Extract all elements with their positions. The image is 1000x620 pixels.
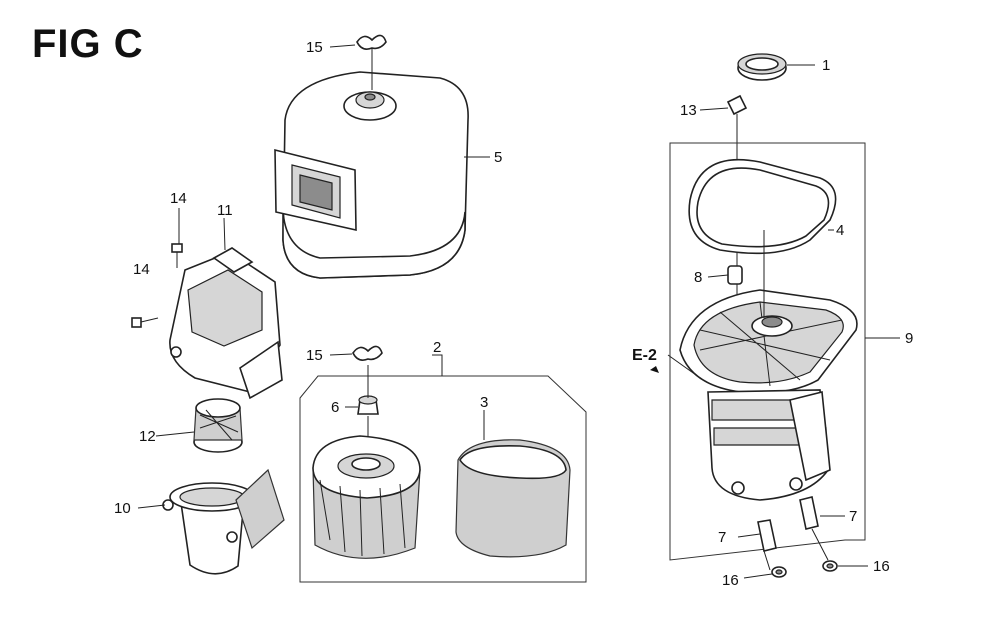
wing-nut-top xyxy=(356,34,387,90)
leader-lines xyxy=(137,44,900,579)
collar-nut xyxy=(357,365,379,460)
bolt-lower xyxy=(131,317,159,328)
element-kit-frame xyxy=(299,375,587,583)
pin-left xyxy=(757,519,777,571)
sleeve xyxy=(727,265,743,285)
callout-1: 1 xyxy=(822,57,830,74)
base-assembly-frame xyxy=(669,142,866,561)
callout-3: 3 xyxy=(480,394,488,411)
air-cleaner-housing xyxy=(169,247,283,400)
callout-14-upper: 14 xyxy=(170,190,187,207)
callout-7-left: 7 xyxy=(718,529,726,546)
air-cleaner-base xyxy=(679,230,858,501)
callout-8: 8 xyxy=(694,269,702,286)
callout-12: 12 xyxy=(139,428,156,445)
foam-element xyxy=(455,439,571,558)
nut-left xyxy=(771,566,787,578)
callout-14-lower: 14 xyxy=(133,261,150,278)
callout-2: 2 xyxy=(433,339,441,356)
pin-right xyxy=(799,496,829,561)
bolt-upper xyxy=(171,208,183,268)
callout-15-upper: 15 xyxy=(306,39,323,56)
callout-15-lower: 15 xyxy=(306,347,323,364)
nut-right xyxy=(822,560,838,572)
callout-10: 10 xyxy=(114,500,131,517)
paper-element xyxy=(312,435,421,559)
gasket xyxy=(688,158,837,255)
figure-title: FIG C xyxy=(32,22,144,66)
callout-6: 6 xyxy=(331,399,339,416)
strainer xyxy=(193,398,243,453)
callout-11: 11 xyxy=(217,202,233,219)
air-cleaner-cover xyxy=(274,71,469,279)
reference-e2: E-2 xyxy=(632,347,657,364)
filter-cup xyxy=(162,468,285,575)
callout-5: 5 xyxy=(494,149,502,166)
callout-9: 9 xyxy=(905,330,913,347)
callout-16-left: 16 xyxy=(722,572,739,589)
callout-7-right: 7 xyxy=(849,508,857,525)
callout-16-right: 16 xyxy=(873,558,890,575)
seal-ring xyxy=(737,53,787,81)
callout-4: 4 xyxy=(836,222,844,239)
callout-13: 13 xyxy=(680,102,697,119)
wing-nut-lower xyxy=(352,345,383,361)
